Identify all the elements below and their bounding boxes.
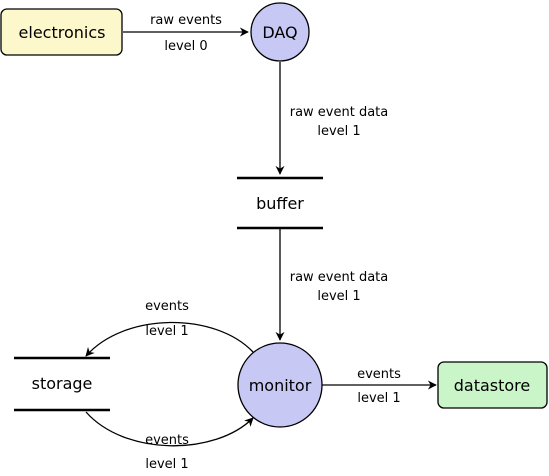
- edge-label-level-1: level 1: [145, 457, 188, 471]
- node-label-buffer: buffer: [256, 194, 304, 213]
- edge-label-raw-event-data: raw event data: [290, 105, 389, 120]
- edge-label-level-0: level 0: [164, 39, 207, 54]
- node-label-daq: DAQ: [262, 23, 297, 42]
- node-electronics-box: [0, 8, 123, 56]
- edge-storage-monitor: events level 1: [85, 411, 254, 472]
- node-label-monitor: monitor: [249, 376, 312, 395]
- node-label-datastore: datastore: [454, 376, 531, 395]
- edge-label-raw-event-data: raw event data: [290, 270, 389, 285]
- edge-monitor-datastore: events level 1: [322, 367, 437, 406]
- edge-label-level-1: level 1: [317, 289, 360, 304]
- edge-monitor-storage: events level 1: [85, 299, 254, 357]
- edge-daq-buffer: raw event data level 1: [275, 62, 389, 175]
- edge-label-level-1: level 1: [357, 391, 400, 406]
- node-monitor: monitor: [237, 342, 323, 428]
- edge-label-events: events: [145, 433, 189, 448]
- edge-electronics-daq: raw events level 0: [123, 13, 249, 54]
- edge-label-level-1: level 1: [317, 124, 360, 139]
- edge-buffer-monitor: raw event data level 1: [275, 229, 389, 341]
- node-buffer: buffer: [237, 176, 323, 230]
- node-datastore-box: [437, 361, 548, 409]
- node-electronics: electronics: [0, 8, 123, 56]
- node-daq-circle: [250, 2, 310, 62]
- edge-label-events: events: [357, 367, 401, 382]
- node-label-electronics: electronics: [19, 23, 106, 42]
- node-datastore: datastore: [437, 361, 548, 409]
- edge-label-events: events: [145, 299, 189, 314]
- edge-label-raw-events: raw events: [150, 13, 222, 28]
- node-label-storage: storage: [32, 374, 93, 393]
- node-daq: DAQ: [250, 2, 310, 62]
- edge-label-level-1: level 1: [145, 324, 188, 339]
- node-monitor-circle: [237, 342, 323, 428]
- node-storage: storage: [14, 356, 110, 412]
